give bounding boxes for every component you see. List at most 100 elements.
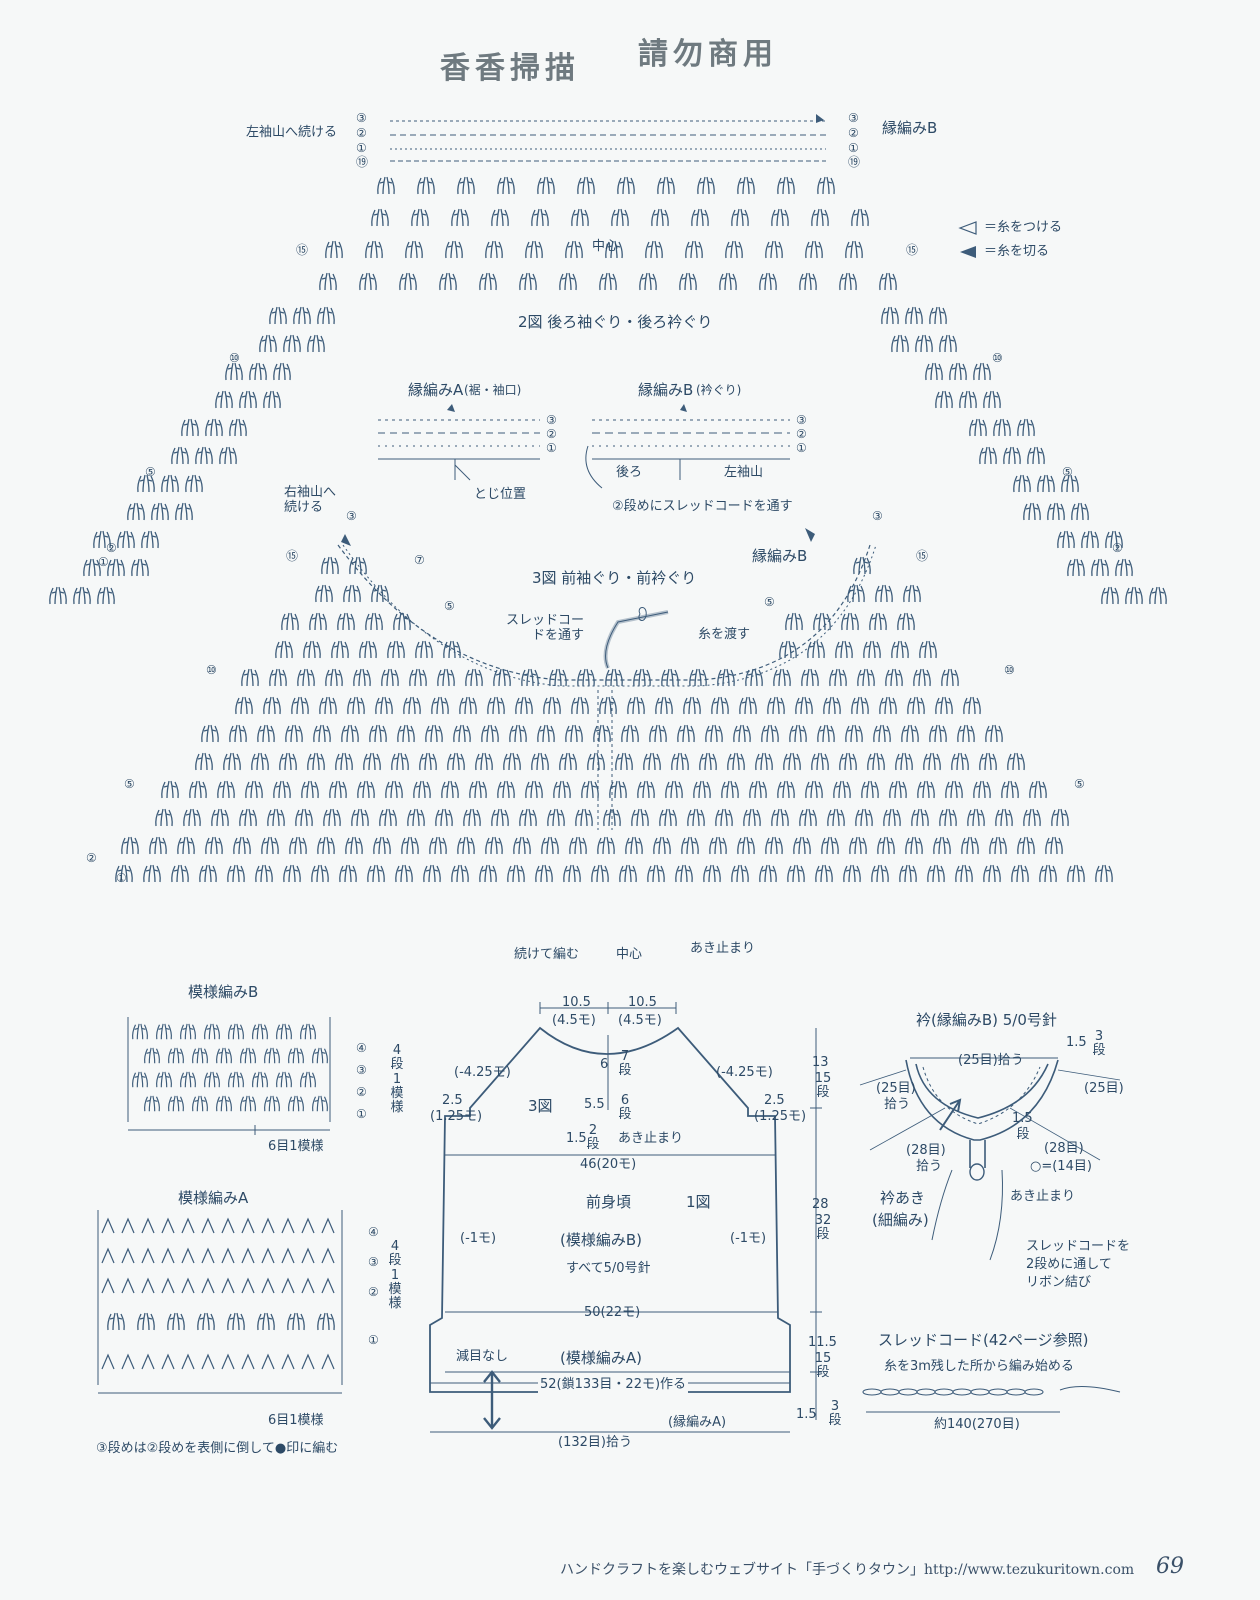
stitch-symbol: [223, 752, 241, 771]
stitch-symbol: [577, 176, 595, 195]
stitch-symbol: [625, 836, 643, 855]
collar-title: 衿(縁編みB) 5/0号針: [916, 1011, 1057, 1029]
stitch-symbol: [204, 1023, 220, 1040]
stitch-symbol: [799, 272, 817, 291]
stitch-symbol: [599, 696, 617, 715]
stitch-symbol: [811, 752, 829, 771]
stitch-symbol: [301, 1278, 315, 1294]
stitch-symbol: [681, 836, 699, 855]
stitch-symbol: [73, 586, 91, 605]
stitch-symbol: [593, 724, 611, 743]
stitch-symbol: [839, 272, 857, 291]
edgingB-back: 後ろ: [616, 465, 643, 480]
d2-row-2r: ②: [848, 126, 859, 140]
d3-row-5b: ⑤: [124, 777, 135, 791]
stitch-symbol: [785, 612, 803, 631]
stitch-symbol: [429, 836, 447, 855]
stitch-symbol: [881, 306, 899, 325]
stitch-symbol: [973, 362, 991, 381]
stitch-symbol: [677, 724, 695, 743]
stitch-symbol: [301, 1354, 315, 1370]
edgingB-note: ②段めにスレッドコードを通す: [612, 499, 793, 514]
stitch-symbol: [973, 780, 991, 799]
stitch-symbol: [731, 864, 749, 883]
stitch-symbol: [295, 808, 313, 827]
stitch-symbol: [451, 864, 469, 883]
width-top: 46(20モ): [580, 1157, 637, 1172]
stitch-symbol: [719, 272, 737, 291]
slit-rows: 6段: [618, 1093, 632, 1123]
stitch-symbol: [117, 530, 135, 549]
stitch-symbol: [617, 176, 635, 195]
patternB-row-3: ③: [356, 1063, 367, 1077]
stitch-symbol: [403, 696, 421, 715]
d2-row-3r: ③: [848, 111, 859, 125]
diagram2-edging-rows: [390, 114, 826, 162]
stitch-symbol: [317, 836, 335, 855]
stitch-symbol: [835, 640, 853, 659]
stitch-symbol: [141, 1278, 155, 1294]
stitch-symbol: [264, 1047, 280, 1064]
stitch-symbol: [181, 1278, 195, 1294]
d3-row-15r: ⑮: [916, 549, 929, 563]
edgingA-join: とじ位置: [474, 487, 527, 502]
stitch-symbol: [1017, 418, 1035, 437]
stitch-symbol: [227, 1312, 245, 1331]
stitch-symbol: [1149, 586, 1167, 605]
stitch-symbol: [565, 724, 583, 743]
stitch-symbol: [235, 696, 253, 715]
shoulder-left: 2.5: [442, 1093, 463, 1108]
top-left-width: 10.5: [562, 995, 591, 1010]
stitch-symbol: [934, 1388, 954, 1396]
stitch-symbol: [195, 446, 213, 465]
stitch-symbol: [845, 724, 863, 743]
stitch-symbol: [267, 808, 285, 827]
stitch-symbol: [597, 836, 615, 855]
stitch-symbol: [180, 1071, 196, 1088]
front-body-schematic: [429, 1026, 791, 1393]
side-dec-left: (-1モ): [460, 1231, 497, 1246]
collar-front-right: (28目): [1044, 1141, 1084, 1156]
collar-eq14: ○=(14目): [1030, 1159, 1092, 1174]
stitch-symbol: [873, 724, 891, 743]
stitch-symbol: [925, 362, 943, 381]
stitch-symbol: [357, 780, 375, 799]
stitch-symbol: [705, 724, 723, 743]
stitch-symbol: [283, 864, 301, 883]
stitch-symbol: [241, 1278, 255, 1294]
stitch-symbol: [935, 696, 953, 715]
stitch-symbol: [537, 724, 555, 743]
stitch-symbol: [189, 780, 207, 799]
slit-small-rows: 2段: [586, 1123, 600, 1153]
stitch-symbol: [771, 808, 789, 827]
continue-knit: 続けて編む: [514, 947, 580, 962]
updown-arrow: [483, 1370, 501, 1430]
stitch-symbol: [465, 668, 483, 687]
d3-row-5r: ⑤: [764, 595, 775, 609]
stitch-symbol: [875, 584, 893, 603]
legend-cut: ＝糸を切る: [984, 244, 1050, 259]
collar-opening: 衿あき: [880, 1189, 926, 1207]
stitch-symbol: [515, 696, 533, 715]
d2-row-15r: ⑮: [906, 243, 919, 257]
stitch-symbol: [979, 752, 997, 771]
stitch-symbol: [445, 240, 463, 259]
stitch-symbol: [880, 1388, 900, 1396]
stitch-symbol: [777, 176, 795, 195]
d2-row-15: ⑮: [296, 243, 309, 257]
stitch-symbol: [1095, 864, 1113, 883]
stitch-symbol: [497, 780, 515, 799]
stitch-symbol: [101, 1248, 115, 1264]
stitch-symbol: [699, 752, 717, 771]
stitch-symbol: [661, 668, 679, 687]
stitch-symbol: [759, 864, 777, 883]
stitch-symbol: [303, 640, 321, 659]
stitch-symbol: [959, 390, 977, 409]
stitch-symbol: [161, 474, 179, 493]
stitch-symbol: [321, 1218, 335, 1234]
stitch-symbol: [951, 752, 969, 771]
stitch-symbol: [1006, 1388, 1026, 1396]
stitch-symbol: [401, 836, 419, 855]
stitch-symbol: [151, 502, 169, 521]
stitch-symbol: [1045, 836, 1063, 855]
